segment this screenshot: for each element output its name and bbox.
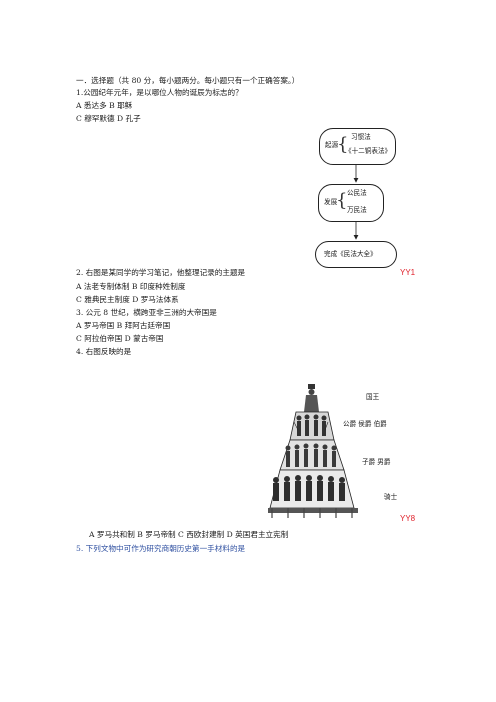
origin-item-2: 《十二铜表法》: [345, 147, 392, 155]
pyramid-label-viscounts: 子爵 男爵: [362, 458, 391, 466]
question-2-options-ab: A 法老专制体制 B 印度种姓制度: [76, 282, 186, 291]
develop-item-1: 公民法: [347, 189, 367, 197]
question-1-stem: 1.公园纪年元年，是以哪位人物的诞辰为标志的？: [76, 88, 243, 97]
question-2-mark: YY1: [400, 268, 416, 277]
flowchart-final-box: 完成《民法大全》: [315, 241, 397, 268]
pyramid-label-dukes: 公爵 侯爵 伯爵: [343, 420, 387, 428]
question-4-stem: 4. 右图反映的是: [76, 347, 132, 356]
question-2-options-cd: C 雅典民主制度 D 罗马法体系: [76, 295, 179, 304]
question-4-mark: YY8: [400, 514, 416, 523]
question-3-stem: 3. 公元 8 世纪，横跨亚非三洲的大帝国是: [76, 308, 217, 317]
origin-item-1: 习惯法: [351, 133, 371, 141]
question-3-options-cd: C 阿拉伯帝国 D 蒙古帝国: [76, 334, 164, 343]
knights-tier: [268, 469, 358, 518]
question-4-options: A 罗马共和制 B 罗马帝制 C 西欧封建制 D 英国君主立宪制: [89, 530, 289, 539]
flowchart-develop-box: 发展 { 公民法 万民法: [318, 184, 384, 222]
pyramid-label-king: 国王: [366, 393, 380, 401]
pyramid-label-knights: 骑士: [384, 493, 398, 501]
question-3-options-ab: A 罗马帝国 B 拜阿古廷帝国: [76, 321, 171, 330]
origin-brace: {: [337, 134, 349, 155]
feudal-pyramid-illustration: [268, 384, 358, 518]
origin-label: 起源: [325, 141, 339, 149]
question-1-options-cd: C 穆罕默德 D 孔子: [76, 114, 141, 123]
king-figure: [304, 384, 319, 412]
question-1-options-ab: A 悉达多 B 耶稣: [76, 101, 133, 110]
flowchart-origin-box: 起源 { 习惯法 《十二铜表法》: [319, 128, 396, 165]
develop-brace: {: [336, 190, 348, 211]
nobles-tier: [289, 411, 335, 441]
lower-nobles-tier: [279, 439, 345, 471]
develop-item-2: 万民法: [347, 206, 367, 214]
develop-label: 发展: [324, 198, 338, 206]
final-label: 完成《民法大全》: [324, 250, 377, 258]
section-heading: 一．选择题（共 80 分，每小题两分。每小题只有一个正确答案。）: [76, 76, 300, 85]
question-5-stem: 5. 下列文物中可作为研究商朝历史第一手材料的是: [76, 544, 246, 553]
question-2-stem: 2. 右图是某同学的学习笔记，他整理记录的主题是: [76, 268, 246, 277]
